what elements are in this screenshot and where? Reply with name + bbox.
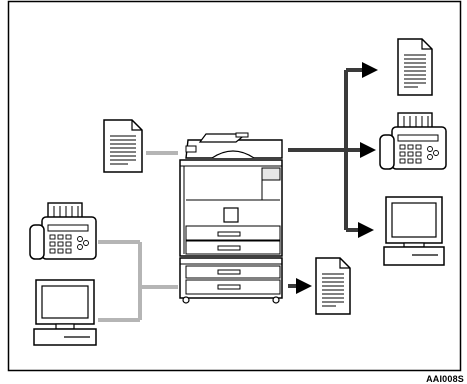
- output-lines: [288, 68, 364, 288]
- arrow-to-print-document: [296, 278, 312, 294]
- computer-icon: [383, 196, 445, 266]
- document-icon: [103, 119, 143, 173]
- document-icon: [397, 38, 433, 96]
- fax-machine-icon: [379, 112, 447, 170]
- fax-machine-icon: [29, 202, 97, 260]
- arrow-to-fax: [360, 142, 376, 158]
- figure-id-label: AAI008S: [426, 374, 464, 384]
- copier-machine-icon: [179, 132, 283, 304]
- arrow-to-computer: [358, 222, 374, 238]
- computer-icon: [33, 279, 97, 346]
- arrow-to-document: [362, 62, 378, 78]
- input-line-fax-computer: [98, 240, 178, 322]
- document-icon: [315, 257, 351, 315]
